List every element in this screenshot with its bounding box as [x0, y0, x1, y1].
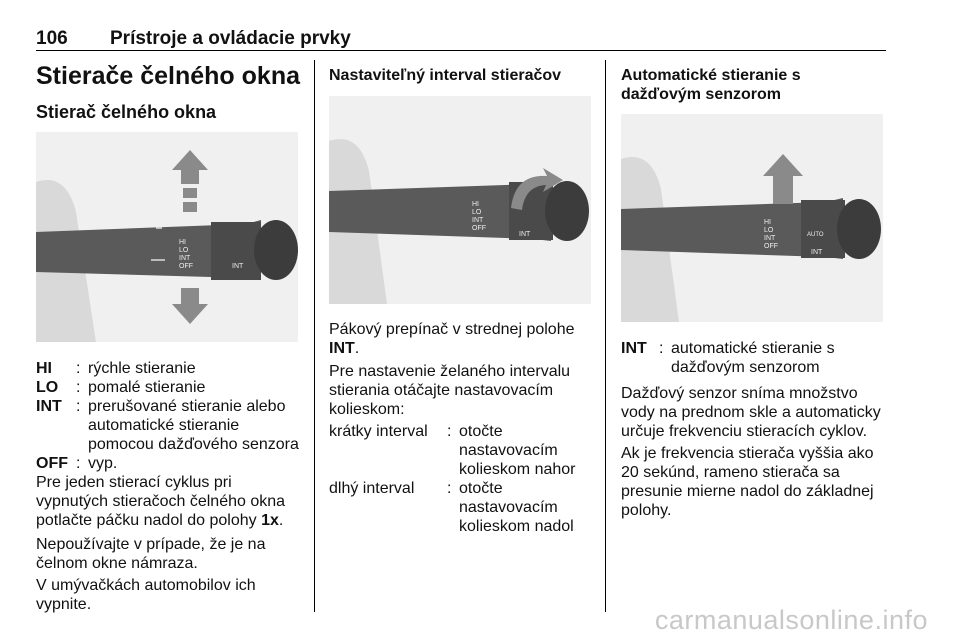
stalk-int-label: INT — [764, 235, 776, 242]
wiper-rest-paragraph: Ak je frekvencia stierača vyššia ako 20 … — [621, 445, 874, 519]
position-item-off: OFF : vyp. — [36, 454, 304, 473]
wiper-stalk-illustration: HI LO INT OFF INT — [36, 132, 298, 342]
stalk-hi-label: HI — [764, 219, 771, 226]
colon: : — [76, 398, 81, 415]
colon: : — [447, 480, 452, 497]
interval-term: krátky interval — [329, 423, 428, 440]
stalk-off-label: OFF — [764, 243, 778, 250]
position-list: HI : rýchle stieranie LO : pomalé stiera… — [36, 359, 304, 473]
stalk-lo-label: LO — [472, 209, 482, 216]
stalk-hi-label: HI — [472, 201, 479, 208]
arrow-up-icon — [763, 154, 803, 204]
position-term: LO — [36, 379, 59, 396]
colon: : — [659, 340, 664, 357]
single-wipe-paragraph: Pre jeden stierací cyklus pri vypnutých … — [36, 473, 304, 530]
position-desc: vyp. — [88, 455, 118, 472]
paragraph-text: Pákový prepínač v strednej polohe — [329, 321, 575, 338]
position-term: OFF — [36, 455, 68, 472]
definition-item-int: INT : automatické stieranie s dažďovým s… — [621, 339, 883, 377]
stalk-lo-label: LO — [764, 227, 774, 234]
arrow-down-icon — [172, 288, 208, 324]
position-desc: pomalé stieranie — [88, 379, 206, 396]
stalk-int-label: INT — [472, 217, 484, 224]
interval-item-long: dlhý interval : otočte nastavovacím koli… — [329, 479, 597, 536]
stalk-int-ring-label: INT — [232, 263, 244, 270]
stalk-off-label: OFF — [179, 263, 193, 270]
position-item-hi: HI : rýchle stieranie — [36, 359, 304, 378]
position-desc: rýchle stieranie — [88, 360, 196, 377]
paragraph-bold: INT — [329, 340, 355, 357]
stalk-off-label: OFF — [472, 225, 486, 232]
rain-sensor-illustration: HI LO INT OFF AUTO INT — [621, 114, 883, 322]
section-heading: Stierač čelného okna — [36, 102, 217, 122]
paragraph-text: . — [354, 340, 360, 357]
position-term: HI — [36, 360, 52, 377]
car-wash-paragraph: V umývačkách automobilov ich vypnite. — [36, 577, 256, 613]
stalk-int-label: INT — [179, 255, 191, 262]
position-term: INT — [36, 398, 62, 415]
colon: : — [447, 423, 452, 440]
definition-term: INT — [621, 340, 647, 357]
stalk-int-ring-label: INT — [811, 249, 823, 256]
arrow-up-icon — [172, 150, 208, 212]
interval-desc: otočte nastavovacím kolieskom nadol — [459, 480, 574, 535]
rain-sensor-heading: Automatické stieranie s dažďovým senzoro… — [621, 67, 801, 103]
position-desc: prerušované stieranie alebo automatické … — [88, 398, 299, 453]
colon: : — [76, 360, 81, 377]
section-title: Prístroje a ovládacie prvky — [110, 28, 351, 49]
stalk-auto-label: AUTO — [807, 232, 824, 238]
interval-term: dlhý interval — [329, 480, 415, 497]
frost-warning-paragraph: Nepoužívajte v prípade, že je na čelnom … — [36, 536, 266, 572]
header-divider — [36, 50, 886, 51]
paragraph-bold: 1x — [261, 512, 279, 529]
stalk-lo-label: LO — [179, 247, 189, 254]
definition-desc: automatické stieranie s dažďovým senzoro… — [671, 340, 835, 376]
stalk-int-ring-label: INT — [519, 231, 531, 238]
position-item-lo: LO : pomalé stieranie — [36, 378, 304, 397]
column-divider-1 — [314, 60, 315, 612]
int-position-paragraph: Pákový prepínač v strednej polohe INT. — [329, 320, 597, 358]
rain-sensor-paragraph: Dažďový senzor sníma množstvo vody na pr… — [621, 385, 881, 440]
interval-heading: Nastaviteľný interval stieračov — [329, 67, 562, 84]
interval-instruction-paragraph: Pre nastavenie želaného intervalu stiera… — [329, 363, 571, 418]
interval-list: krátky interval : otočte nastavovacím ko… — [329, 422, 597, 536]
watermark: carmanualsonline.info — [654, 605, 928, 635]
interval-wheel-illustration: HI LO INT OFF INT — [329, 96, 591, 304]
interval-desc: otočte nastavovacím kolieskom nahor — [459, 423, 576, 478]
page-header: 106 Prístroje a ovládacie prvky — [36, 28, 351, 50]
paragraph-text: Pre jeden stierací cyklus pri vypnutých … — [36, 474, 286, 529]
colon: : — [76, 379, 81, 396]
column-divider-2 — [605, 60, 606, 612]
rotate-arrow-icon — [511, 168, 563, 210]
colon: : — [76, 455, 81, 472]
chapter-heading: Stierače čelného okna — [36, 62, 301, 90]
stalk-hi-label: HI — [179, 239, 186, 246]
paragraph-text: . — [278, 512, 284, 529]
interval-item-short: krátky interval : otočte nastavovacím ko… — [329, 422, 597, 479]
rain-sensor-definition: INT : automatické stieranie s dažďovým s… — [621, 339, 883, 377]
page-number: 106 — [36, 28, 68, 49]
position-item-int: INT : prerušované stieranie alebo automa… — [36, 397, 304, 454]
